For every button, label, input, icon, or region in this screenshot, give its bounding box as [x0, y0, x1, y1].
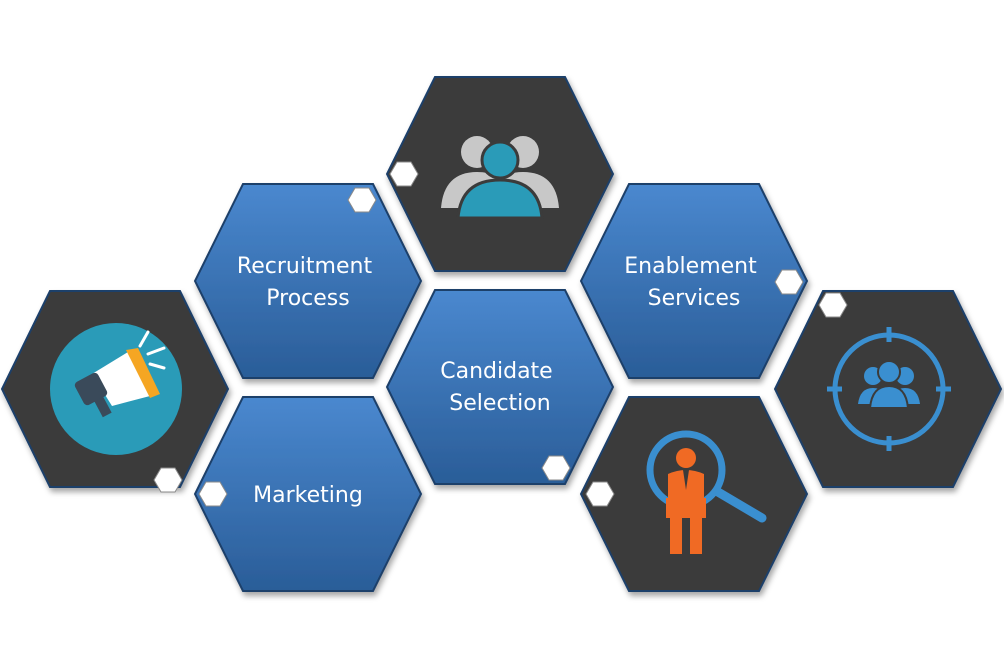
marketing-label: Marketing — [253, 483, 363, 508]
recruitment-process-label: Recruitment Process — [237, 254, 379, 311]
people-group-icon — [441, 136, 559, 220]
hexagon-shape — [385, 289, 615, 485]
hex-candidate-selection: Candidate Selection — [385, 289, 615, 485]
hexagon-shape — [193, 183, 423, 379]
candidate-search-icon — [646, 430, 767, 554]
hex-recruitment-process: Recruitment Process — [193, 183, 423, 379]
small-hex-marker — [153, 467, 183, 493]
small-hex-marker — [585, 481, 615, 507]
hexagon-shape — [579, 183, 809, 379]
small-hex-marker — [347, 187, 377, 213]
hex-candidate-search — [579, 396, 809, 592]
small-hex-marker — [198, 481, 228, 507]
hexagon-shape — [193, 396, 423, 592]
small-hex-marker — [541, 455, 571, 481]
small-hex-marker — [774, 269, 804, 295]
hex-enablement-services: Enablement Services — [579, 183, 809, 379]
hex-marketing: Marketing — [193, 396, 423, 592]
target-audience-icon — [827, 327, 951, 451]
candidate-selection-label: Candidate Selection — [440, 359, 559, 416]
small-hex-marker — [389, 161, 419, 187]
enablement-services-label: Enablement Services — [624, 254, 763, 311]
small-hex-marker — [818, 292, 848, 318]
hex-marketing-icon — [0, 290, 230, 493]
hex-target-audience — [773, 290, 1003, 488]
megaphone-icon — [50, 323, 182, 455]
hex-team-icon — [385, 76, 615, 272]
